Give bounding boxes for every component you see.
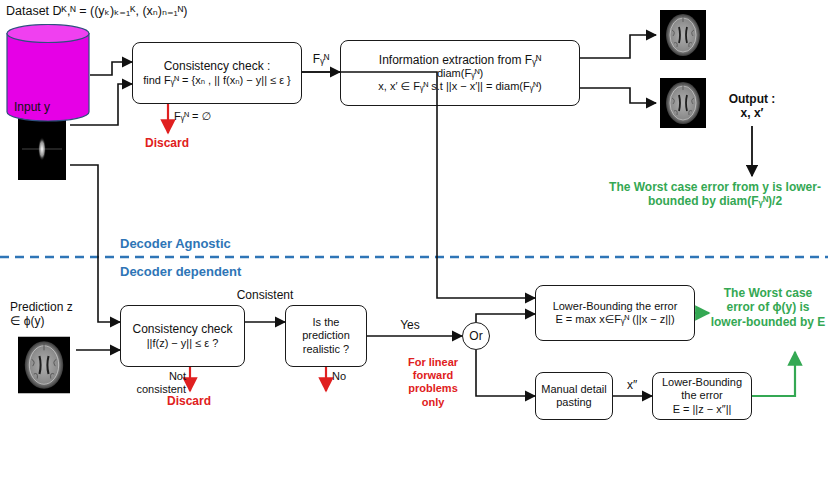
node-text: ||f(z) − y|| ≤ ε ? [147, 337, 219, 350]
edge-label: Yes [400, 318, 420, 332]
node-heading: Consistency check [132, 322, 232, 336]
connector-arrow [70, 165, 120, 322]
connector-arrow [476, 350, 535, 396]
brain-image [18, 337, 70, 394]
connector-arrow [613, 395, 652, 397]
process-box: Consistency check||f(z) − y|| ≤ ε ? [120, 305, 245, 367]
node-text: E = ||z − x″|| [673, 403, 732, 416]
or-circle: Or [462, 322, 490, 350]
discard-label: Discard [167, 394, 211, 408]
node-heading: Prediction z ∈ ϕ(y) [10, 300, 76, 329]
kspace-center [38, 137, 46, 161]
output-arrow [580, 88, 656, 103]
result-arrow [752, 352, 795, 396]
connector-arrow [302, 71, 340, 73]
connector-arrow [476, 314, 535, 322]
branch-label: No [332, 370, 346, 383]
input-node: Input y [14, 100, 70, 182]
branch-label: Not consistent [132, 370, 186, 396]
process-box: Lower-Bounding the errorE = max x∈Fᵧᴺ (|… [535, 285, 695, 341]
output-arrow [751, 126, 753, 176]
node-text: find Fᵧᴺ = {xₙ , || f(xₙ) − y|| ≤ ε } [143, 74, 291, 87]
node-heading: Or [469, 329, 482, 343]
kspace-image [18, 118, 66, 180]
condition-note: For linear forward problems only [396, 356, 470, 409]
edge-label: Fᵧᴺ [313, 52, 329, 66]
discard-arrow [325, 367, 327, 391]
set-label: Fᵧᴺ = ∅ [174, 110, 211, 123]
result-arrow [695, 312, 709, 314]
result-note: The Worst case error from y is lower-bou… [604, 180, 826, 209]
node-heading: Input y [14, 100, 50, 114]
decision-box: Is the prediction realistic ? [285, 305, 367, 367]
node-text: E = max x∈Fᵧᴺ (||x − z||) [555, 313, 674, 326]
connector-arrow [70, 84, 132, 125]
output-arrow [580, 35, 656, 58]
discard-arrow [189, 367, 191, 391]
prediction-node: Prediction z ∈ ϕ(y) [10, 300, 76, 400]
discard-arrow [167, 104, 169, 133]
node-heading: Is the prediction realistic ? [290, 316, 362, 356]
node-heading: Information extraction from Fᵧᴺ [379, 53, 541, 67]
edge-label: x″ [627, 378, 637, 392]
cylinder-top [7, 25, 89, 43]
separator-line [0, 256, 828, 259]
section-label: Decoder Agnostic [120, 236, 231, 252]
connector-arrow [302, 72, 535, 298]
node-text: x, x′ ∈ Fᵧᴺ s.t ||x − x′|| = diam(Fᵧᴺ) [378, 80, 541, 93]
brain-image [660, 10, 706, 60]
connector-arrow [367, 335, 462, 337]
connector-group [70, 62, 652, 396]
process-box: Manual detail pasting [535, 372, 613, 420]
discard-label: Discard [145, 136, 189, 150]
result-note: The Worst case error of ϕ(y) is lower-bo… [710, 286, 826, 329]
node-heading: Lower-Bounding the error [657, 376, 747, 402]
brain-image [660, 78, 706, 128]
node-heading: Dataset Dᴷ,ᴺ = ((yₖ)ₖ₌₁ᴷ, (xₙ)ₙ₌₁ᴺ) [6, 4, 187, 19]
node-heading: Lower-Bounding the error [553, 300, 678, 313]
node-heading: Consistency check : [164, 59, 271, 73]
node-text: diam(Fᵧᴺ) [437, 67, 483, 80]
connector-arrow [76, 349, 120, 351]
node-heading: Manual detail pasting [540, 383, 608, 409]
edge-label: Consistent [237, 288, 294, 302]
process-box: Consistency check :find Fᵧᴺ = {xₙ , || f… [132, 42, 302, 104]
connector-arrow [90, 62, 132, 75]
section-label: Decoder dependent [120, 264, 241, 280]
process-box: Information extraction from Fᵧᴺdiam(Fᵧᴺ)… [340, 40, 580, 106]
process-box: Lower-Bounding the errorE = ||z − x″|| [652, 372, 752, 420]
output-label: Output : x, x′ [726, 92, 778, 121]
connector-arrow [245, 321, 285, 323]
cylinder-body [7, 33, 89, 121]
